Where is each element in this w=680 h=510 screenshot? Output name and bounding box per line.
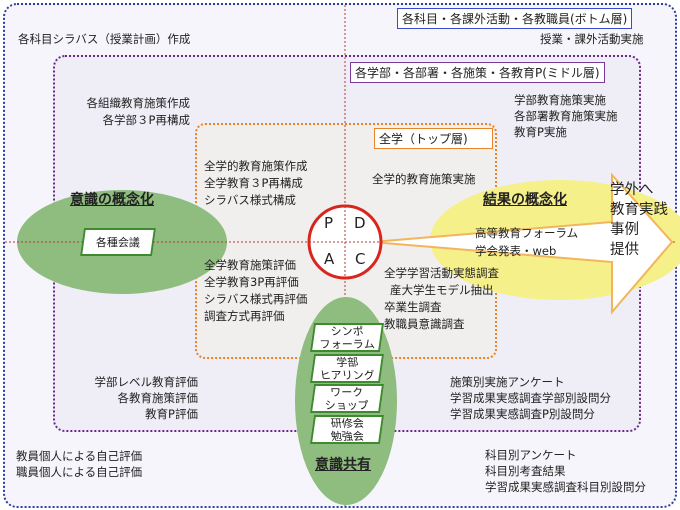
middle-act-1: 各教育施策評価 [117,391,199,405]
bottom-act-1: 職員個人による自己評価 [16,465,143,479]
middle-check-0: 施策別実施アンケート [450,375,565,389]
results-item-1: 学会発表・web [475,244,557,258]
meetings-box: 各種会議 [80,228,156,256]
awareness-concept-title: 意識の概念化 [70,192,154,208]
workshop-box: ワークショップ [309,384,385,413]
external-line-2: 事例 [610,222,639,238]
top-plan-1: 全学教育３P再構成 [204,176,303,190]
middle-plan-0: 各組織教育施策作成 [86,96,191,110]
middle-check-1: 学習成果実感調査学部別設問分 [450,391,611,405]
hearing-box: 学部ヒアリング [309,354,385,383]
external-line-1: 教育実践 [610,202,668,218]
top-check-3: 教職員意識調査 [384,317,465,331]
bottom-layer-label: 各科目・各課外活動・各教職員(ボトム層) [397,8,633,29]
pdca-c: C [355,250,366,268]
results-concept-title: 結果の概念化 [483,192,567,208]
external-arrow [371,172,674,315]
top-check-0: 全学学習活動実態調査 [384,266,499,280]
external-line-0: 学外へ [610,182,654,198]
top-layer-label: 全学（トップ層) [374,128,493,149]
top-act-2: シラバス様式再評価 [204,292,308,306]
pdca-d: D [354,214,366,232]
bottom-check-1: 科目別考査結果 [485,464,566,478]
top-check-2: 卒業生調査 [384,300,442,314]
middle-do-0: 学部教育施策実施 [514,93,606,107]
pdca-a: A [324,250,335,268]
bottom-plan: 各科目シラバス（授業計画）作成 [18,32,191,46]
middle-do-1: 各部署教育施策実施 [514,109,618,123]
pdca-p: P [324,214,334,232]
top-plan-2: シラバス様式構成 [204,193,296,207]
top-plan-0: 全学的教育施策作成 [204,159,308,173]
bottom-check-2: 学習成果実感調査科目別設問分 [485,480,646,494]
middle-act-2: 教育P評価 [145,407,198,421]
bottom-do: 授業・課外活動実施 [540,32,644,46]
top-act-1: 全学教育3P再評価 [204,275,299,289]
awareness-sharing-title: 意識共有 [315,457,371,473]
middle-do-2: 教育P実施 [514,125,567,139]
study-session-box: 研修会勉強会 [309,415,385,444]
external-provision: 学外へ 教育実践 事例 提供 [610,180,668,260]
bottom-act-0: 教員個人による自己評価 [16,449,143,463]
middle-layer-label: 各学部・各部署・各施策・各教育P(ミドル層) [350,62,605,83]
middle-act-0: 学部レベル教育評価 [94,375,199,389]
top-act-0: 全学教育施策評価 [204,258,296,272]
top-check-1: 産大学生モデル抽出 [390,283,494,297]
results-item-0: 高等教育フォーラム [475,226,579,240]
external-line-3: 提供 [610,242,639,258]
middle-plan-1: 各学部３P再構成 [102,113,190,127]
middle-check-2: 学習成果実感調査P別設問分 [450,407,595,421]
bottom-check-0: 科目別アンケート [485,448,577,462]
symposium-box: シンポフォーラム [309,323,385,352]
top-act-3: 調査方式再評価 [204,309,285,323]
meetings-label: 各種会議 [96,235,140,249]
top-do: 全学的教育施策実施 [372,172,476,186]
